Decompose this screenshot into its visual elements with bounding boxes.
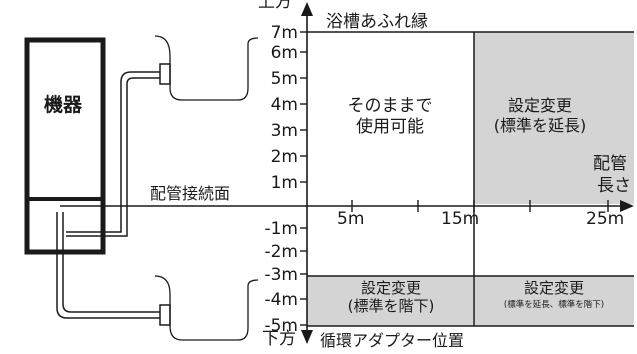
top-edge-label: 浴槽あふれ縁 <box>326 12 428 32</box>
connection-face-label: 配管接続面 <box>150 184 231 203</box>
zone-lower-line2: (標準を階下) <box>347 297 435 315</box>
zone-both-line1: 設定変更 <box>523 279 584 297</box>
zone-extend-line2: (標準を延長) <box>493 116 587 135</box>
zone-usable-line2: 使用可能 <box>356 117 424 138</box>
upper-pipe-outer <box>66 71 160 233</box>
zone-extend-line1: 設定変更 <box>507 96 572 115</box>
y-tick-label: 2m <box>270 147 298 167</box>
down-label: 下方 <box>262 329 296 349</box>
right-arrow-icon <box>620 200 634 212</box>
zone-both-line2: (標準を延長、標準を階下) <box>503 300 605 310</box>
x-tick-label: 15m <box>441 209 480 229</box>
y-tick-label: 5m <box>270 69 298 89</box>
up-label: 上方 <box>258 0 292 12</box>
upper-bathtub-wall <box>154 35 259 101</box>
zone-lower-line1: 設定変更 <box>360 279 421 297</box>
lower-adapter-icon <box>159 304 171 326</box>
zone-both-text: 設定変更 (標準を延長、標準を階下) <box>476 279 632 310</box>
x-tick-label: 25m <box>586 209 625 229</box>
y-tick-label: -4m <box>264 290 298 310</box>
zone-lower-shade <box>307 276 473 326</box>
lower-pipe-outer <box>56 212 160 319</box>
device-box-outer <box>24 37 106 255</box>
zone-usable-text: そのままで 使用可能 <box>320 96 460 139</box>
zone-extend-text: 設定変更 (標準を延長) <box>476 96 604 136</box>
x-tick-marks <box>351 200 609 212</box>
lower-bathtub-wall <box>154 275 259 341</box>
zone-extend-shade <box>474 32 634 204</box>
y-tick-label: -1m <box>264 219 298 239</box>
y-tick-label: 6m <box>270 43 298 63</box>
y-tick-label: 4m <box>270 95 298 115</box>
y-tick-marks <box>300 31 307 326</box>
lower-pipe-inner <box>62 212 160 313</box>
device-label: 機器 <box>44 94 83 116</box>
zone-usable-line1: そのままで <box>347 96 433 116</box>
pipe-length-label-2: 長さ <box>597 176 631 196</box>
down-arrow-icon <box>301 330 313 344</box>
y-tick-label: -5m <box>264 316 298 336</box>
y-tick-label: 3m <box>270 121 298 141</box>
x-tick-label: 5m <box>337 209 365 229</box>
up-arrow-icon <box>301 2 313 16</box>
y-tick-label: -2m <box>264 242 298 262</box>
zone-both-shade <box>474 276 634 326</box>
y-tick-label: 1m <box>270 173 298 193</box>
y-tick-label: -3m <box>264 265 298 285</box>
pipe-length-label-1: 配管 <box>593 154 627 174</box>
upper-adapter-icon <box>159 63 171 85</box>
zone-lower-text: 設定変更 (標準を階下) <box>318 279 464 315</box>
y-tick-label: 7m <box>270 23 298 43</box>
adapter-position-label: 循環アダプター位置 <box>320 331 465 350</box>
y-tick-labels: 7m 6m 5m 4m 3m 2m 1m -1m -2m -3m -4m -5m <box>238 0 298 354</box>
upper-pipe-inner <box>66 77 160 237</box>
